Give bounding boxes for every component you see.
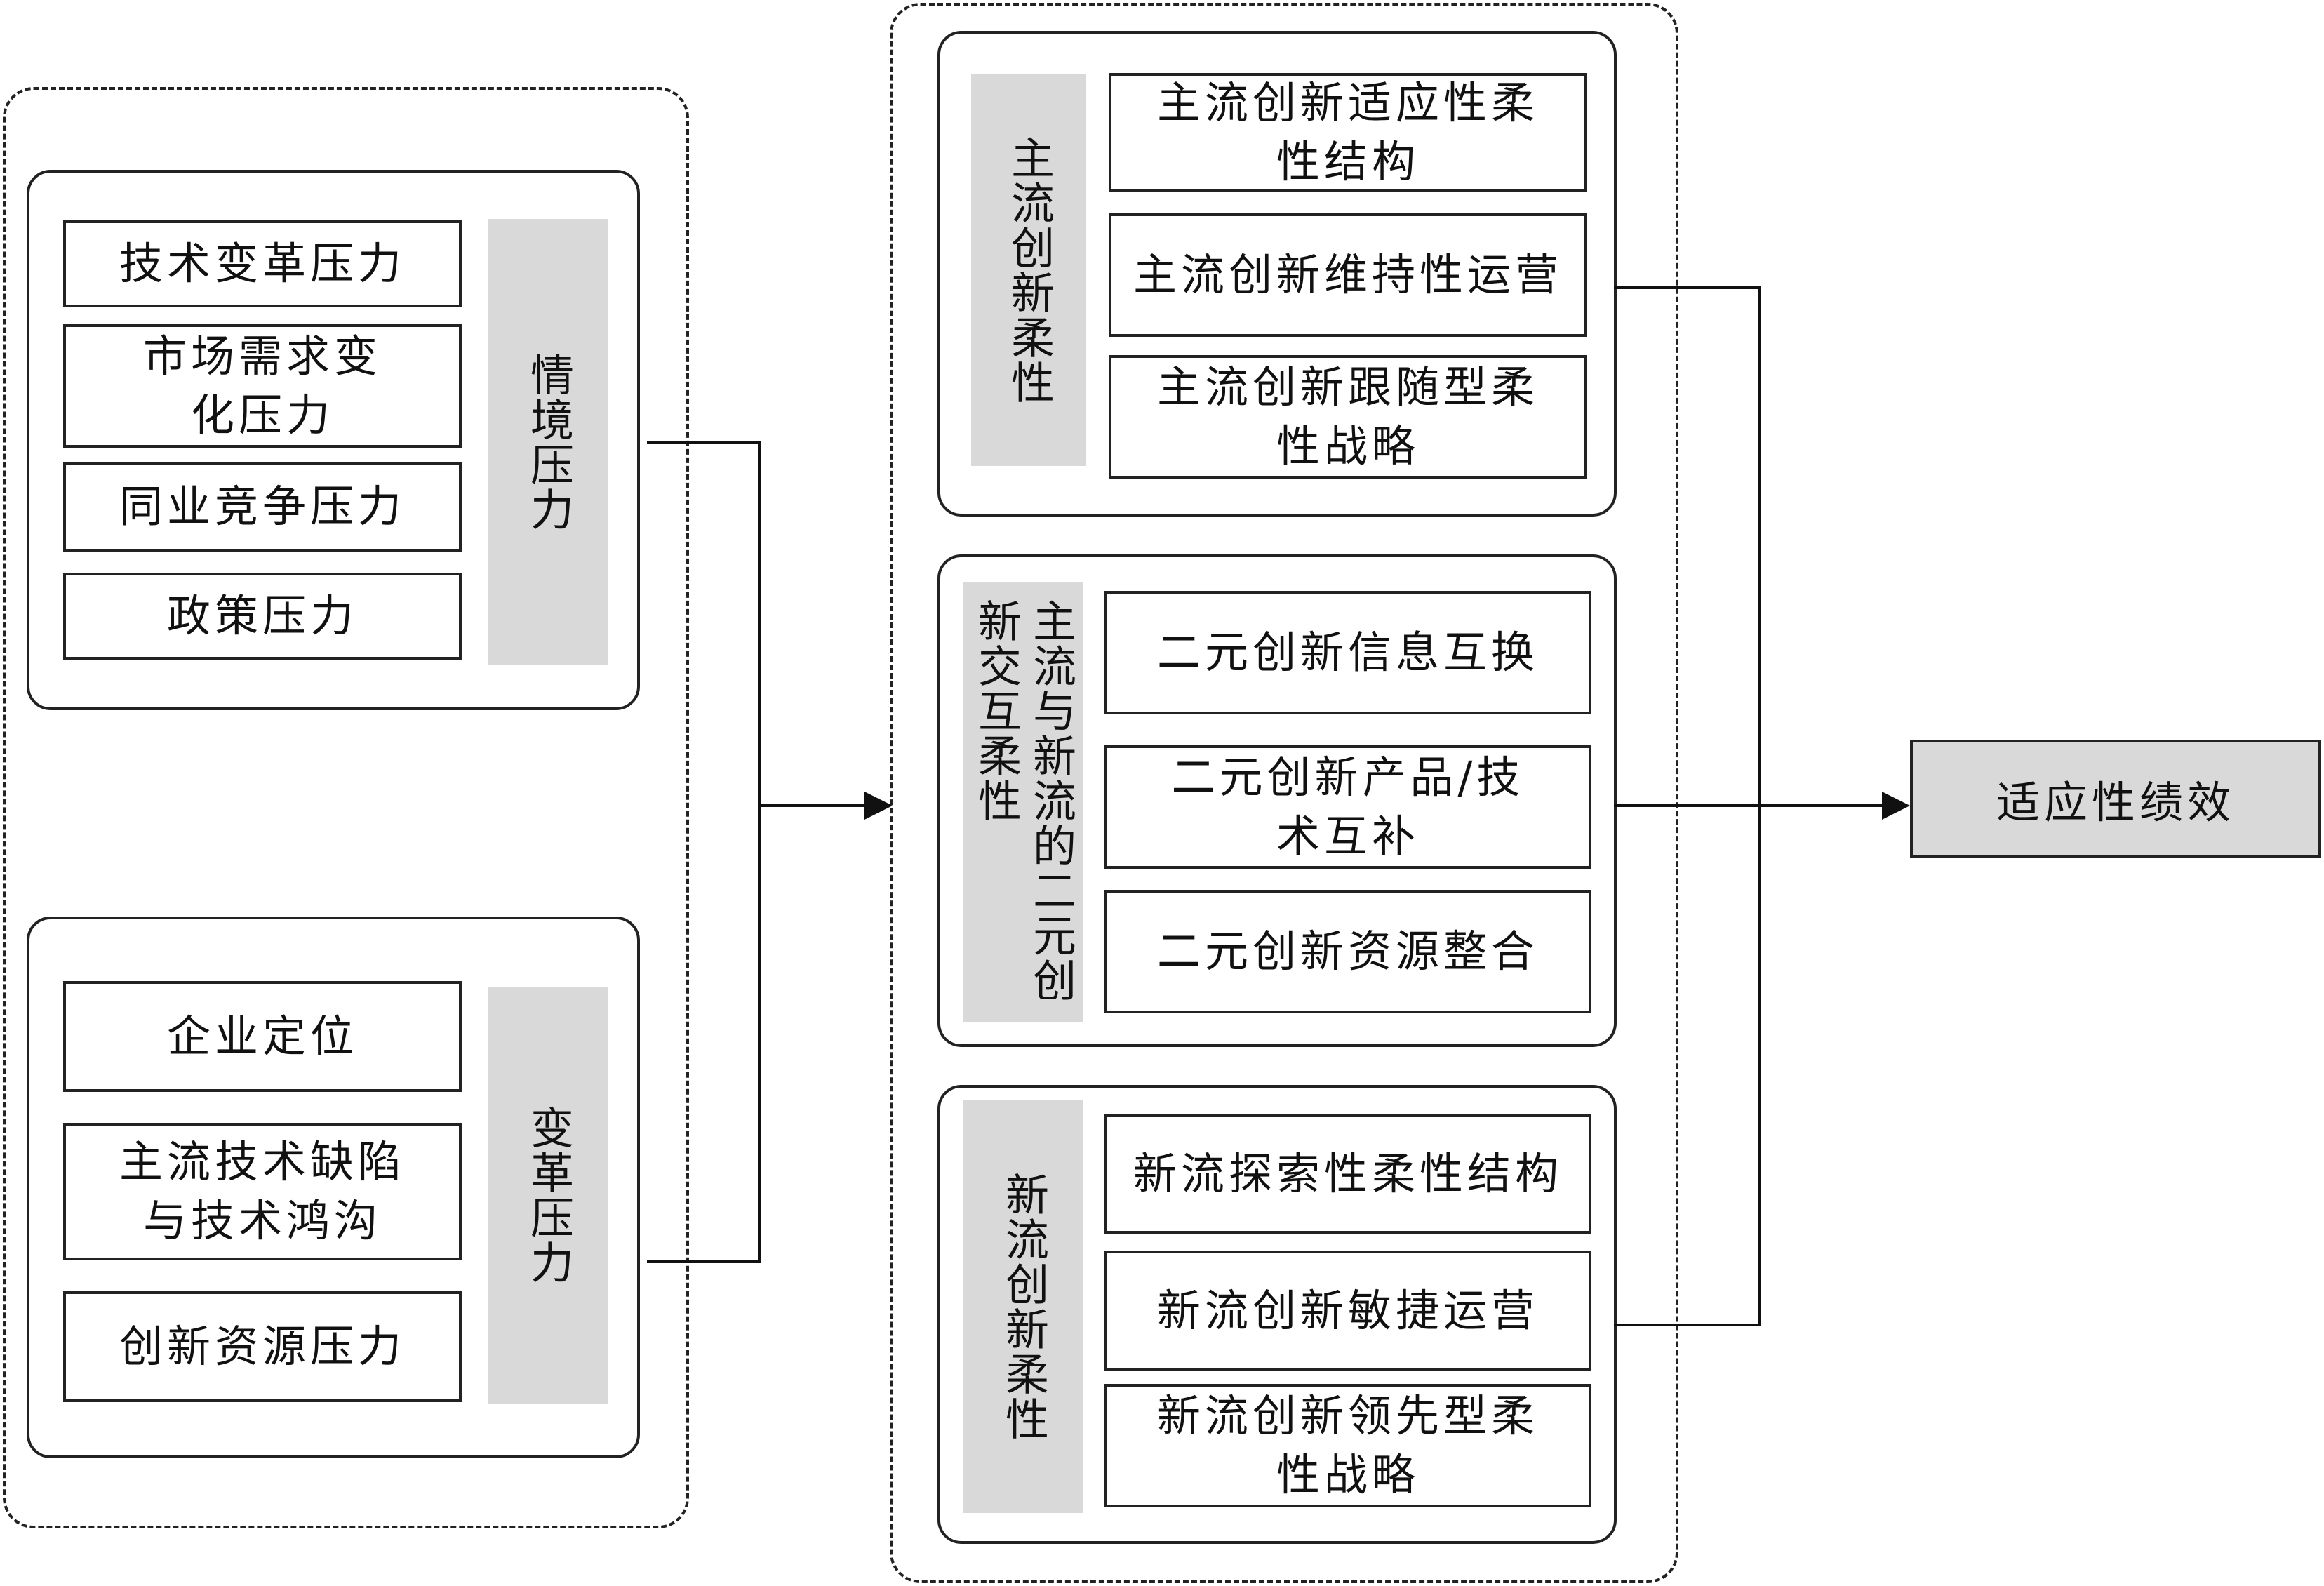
mainstream-follower-strategy: 主流创新跟随型柔性战略 [1109,355,1587,479]
pressure-group [3,87,689,1528]
binary-product-tech-complement: 二元创新产品/技术互补 [1104,745,1591,869]
newstream-connector [1614,806,1761,1326]
pressure-item-policy: 政策压力 [63,573,462,660]
mainstream-sustaining-operations: 主流创新维持性运营 [1109,213,1587,337]
mainstream-adaptive-structure: 主流创新适应性柔性结构 [1109,73,1587,192]
adaptive-performance-box: 适应性绩效 [1910,740,2321,858]
reform-pressure-label: 变革压力 [488,987,608,1404]
pressure-item-innovation-resources: 创新资源压力 [63,1291,462,1402]
pressure-item-peer-competition: 同业竞争压力 [63,462,462,552]
binary-information-exchange: 二元创新信息互换 [1104,591,1591,714]
situational-connector [647,441,761,806]
binary-flexibility-label: 主流与新流的二元创新交互柔性 [963,582,1083,1022]
newstream-exploratory-structure: 新流探索性柔性结构 [1104,1114,1591,1234]
pressure-item-positioning: 企业定位 [63,981,462,1092]
situational-pressure-label: 情境压力 [488,219,608,665]
pressure-item-tech-change: 技术变革压力 [63,220,462,307]
mainstream-connector [1614,286,1761,806]
mainstream-flexibility-label: 主流创新柔性 [971,74,1086,466]
binary-resource-integration: 二元创新资源整合 [1104,890,1591,1013]
reform-connector [647,806,761,1263]
pressure-item-tech-defects: 主流技术缺陷与技术鸿沟 [63,1123,462,1260]
newstream-leading-strategy: 新流创新领先型柔性战略 [1104,1384,1591,1507]
newstream-flexibility-label: 新流创新柔性 [963,1100,1083,1513]
pressure-item-market-demand: 市场需求变化压力 [63,324,462,448]
newstream-agile-operations: 新流创新敏捷运营 [1104,1251,1591,1371]
